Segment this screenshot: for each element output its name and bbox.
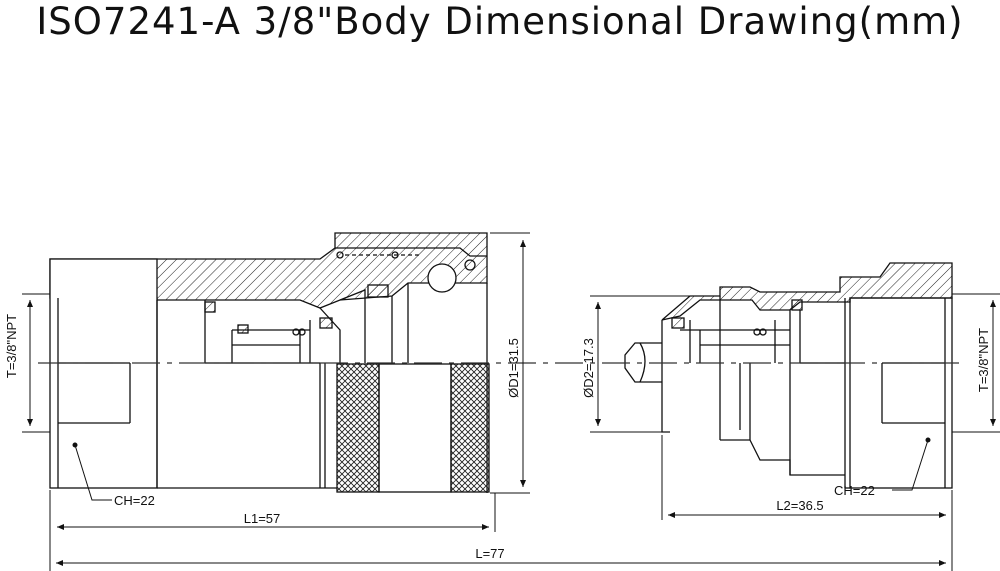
- nipple-hex-label: CH=22: [834, 483, 875, 498]
- coupler-thread-end: [49, 258, 158, 489]
- coupler-diameter-label: ØD1=31.5: [506, 338, 521, 398]
- overall-length-label: L=77: [475, 546, 504, 561]
- dimension-lines: [22, 232, 1000, 571]
- nipple-body: [624, 262, 953, 489]
- knurl-band-right: [450, 363, 490, 493]
- coupler-hex-label: CH=22: [114, 493, 155, 508]
- nipple-thread-end: [849, 297, 953, 489]
- coupler-length-label: L1=57: [244, 511, 281, 526]
- coupler-body: [49, 232, 488, 493]
- nipple-length-label: L2=36.5: [776, 498, 823, 513]
- knurl-band-left: [336, 363, 380, 493]
- locking-ball: [427, 263, 457, 293]
- nipple-thread-label: T=3/8"NPT: [976, 328, 991, 392]
- nipple-shell-section: [661, 262, 953, 321]
- coupler-thread-label: T=3/8"NPT: [4, 314, 19, 378]
- drawing-title: ISO7241-A 3/8"Body Dimensional Drawing(m…: [36, 0, 964, 43]
- nipple-diameter-label: ØD2=17.3: [581, 338, 596, 398]
